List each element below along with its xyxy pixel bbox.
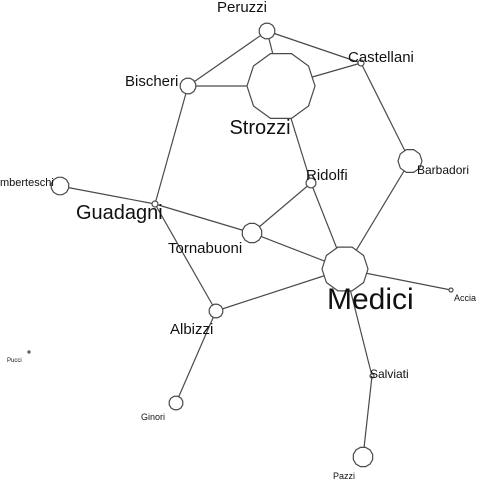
node-ridolfi — [305, 177, 317, 189]
node-lamberteschi — [50, 176, 70, 196]
label-pucci: Pucci — [7, 358, 22, 364]
node-bischeri — [179, 77, 197, 95]
label-barbadori: Barbadori — [417, 163, 469, 177]
label-guadagni: Guadagni — [76, 202, 163, 224]
node-tornabuoni — [241, 222, 263, 244]
edge-castellani-barbadori — [360, 62, 411, 162]
edge-guadagni-albizzi — [154, 203, 217, 312]
edge-albizzi-ginori — [175, 310, 217, 404]
node-pazzi — [352, 446, 374, 468]
label-albizzi: Albizzi — [170, 321, 213, 338]
label-castellani: Castellani — [348, 49, 414, 66]
edge-lamberteschi-guadagni — [59, 185, 156, 205]
label-peruzzi: Peruzzi — [217, 0, 267, 16]
label-acciaiuoli: Accia — [454, 293, 476, 303]
label-tornabuoni: Tornabuoni — [168, 240, 242, 257]
label-bischeri: Bischeri — [125, 73, 178, 90]
label-strozzi: Strozzi — [229, 117, 290, 139]
node-strozzi — [246, 53, 316, 119]
edge-peruzzi-castellani — [266, 30, 362, 64]
edge-peruzzi-bischeri — [187, 30, 268, 87]
edges — [59, 30, 452, 458]
edge-medici-albizzi — [215, 268, 346, 312]
node-albizzi — [208, 303, 224, 319]
node-guadagni — [151, 200, 159, 208]
node-medici — [321, 246, 369, 292]
label-ginori: Ginori — [141, 412, 165, 422]
nodes — [27, 22, 454, 468]
node-acciaiuoli — [448, 287, 454, 293]
edge-ridolfi-tornabuoni — [251, 182, 312, 234]
node-barbadori — [397, 148, 423, 174]
label-ridolfi: Ridolfi — [306, 167, 348, 184]
node-salviati — [369, 373, 375, 379]
node-castellani — [357, 59, 365, 67]
label-pazzi: Pazzi — [333, 471, 355, 480]
edge-guadagni-tornabuoni — [154, 203, 253, 234]
label-lamberteschi: mberteschi — [0, 177, 54, 189]
node-peruzzi — [258, 22, 276, 40]
node-pucci — [27, 350, 31, 354]
label-medici: Medici — [327, 283, 414, 316]
node-ginori — [168, 395, 184, 411]
edge-salviati-pazzi — [362, 375, 373, 458]
edge-bischeri-guadagni — [154, 85, 189, 205]
label-salviati: Salviati — [370, 367, 409, 381]
